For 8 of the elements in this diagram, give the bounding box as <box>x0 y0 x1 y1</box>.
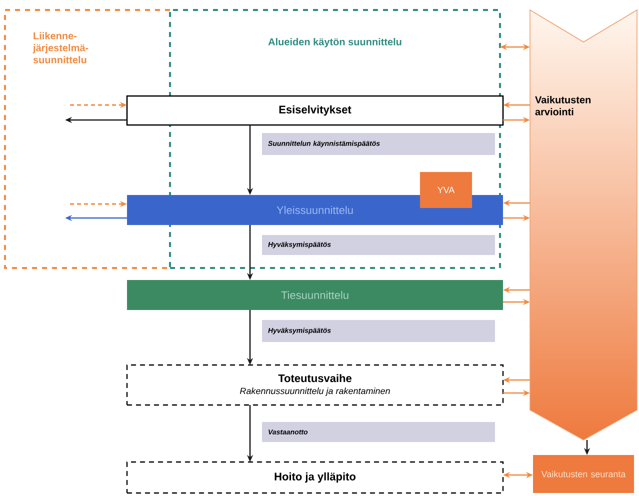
process-box: Toteutusvaihe Rakennussuunnittelu ja rakentaminen <box>126 364 504 406</box>
process-box: YVA <box>420 172 472 208</box>
process-box: Hoito ja ylläpito <box>126 461 504 494</box>
dashed-region: Liikenne- järjestelmä- suunnittelu <box>4 9 170 269</box>
process-box: Tiesuunnittelu <box>127 280 503 310</box>
process-box: Vaikutusten seuranta <box>533 455 634 493</box>
process-box: Esiselvitykset <box>126 95 504 126</box>
process-box: Yleissuunnittelu <box>127 195 503 225</box>
